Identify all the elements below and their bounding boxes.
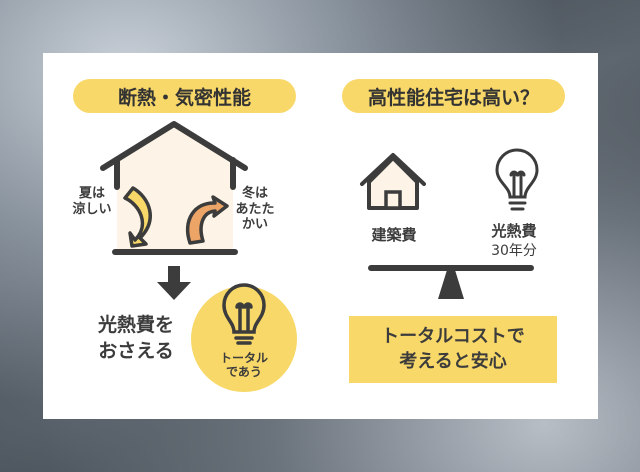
balance-scale-icon — [368, 265, 534, 299]
result-line: 光熱費を — [97, 314, 174, 336]
house-icon — [360, 153, 426, 210]
result-line: おさえる — [98, 339, 174, 362]
winter-label: 冬は あたた かい — [232, 186, 278, 233]
conclusion-box: トータルコストで 考えると安心 — [349, 316, 557, 383]
lightbulb-icon — [222, 283, 266, 345]
energy-period-label: 30年分 — [491, 243, 537, 259]
winter-line: あたた — [235, 201, 275, 217]
winter-line: かい — [241, 217, 268, 233]
summer-line: 夏は — [78, 186, 105, 201]
bubble-line: トータル — [219, 351, 268, 365]
bubble-line: であう — [226, 365, 262, 380]
result-text: 光熱費を おさえる — [86, 313, 186, 364]
lightbulb-icon — [495, 148, 539, 211]
energy-cost-label: 光熱費 — [491, 222, 537, 240]
cool-arrow-icon — [123, 186, 152, 248]
conclusion-line: 考えると安心 — [399, 350, 507, 372]
construction-cost-label: 建築費 — [371, 226, 417, 244]
house-icon — [100, 121, 248, 255]
summer-line: 涼しい — [72, 201, 112, 217]
down-arrow-icon — [157, 266, 191, 300]
right-title: 高性能住宅は高い？ — [342, 79, 565, 113]
bubble-text: トータル であう — [210, 351, 278, 380]
winter-line: 冬は — [241, 186, 268, 201]
left-title: 断熱・気密性能 — [73, 79, 296, 113]
summer-label: 夏は 涼しい — [66, 186, 118, 217]
warm-arrow-icon — [185, 195, 229, 245]
conclusion-line: トータルコストで — [381, 326, 525, 348]
